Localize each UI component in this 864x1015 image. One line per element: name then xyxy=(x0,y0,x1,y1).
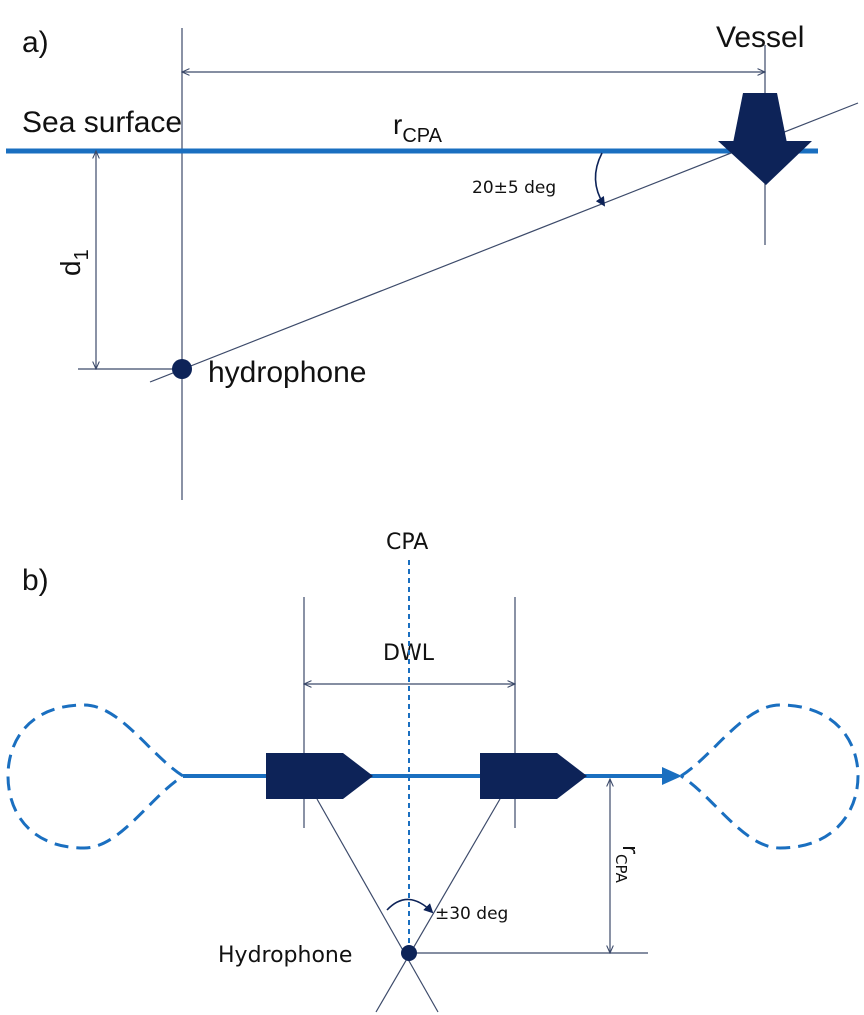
right-turn-loop xyxy=(680,703,860,850)
rcpa-b-main: r xyxy=(617,845,642,855)
vessel-icon xyxy=(718,93,812,185)
cone-line-right xyxy=(375,798,501,1013)
panel-a: a) Vessel Sea surface rCPA 20±5 deg d1 h… xyxy=(6,21,859,500)
hydrophone-b-label: Hydrophone xyxy=(218,943,352,968)
hydrophone-label: hydrophone xyxy=(208,356,366,389)
rcpa-b-sub: CPA xyxy=(612,854,630,884)
depth-label: d1 xyxy=(55,249,93,276)
ship-right-icon xyxy=(480,753,587,799)
depth-sub: 1 xyxy=(71,249,93,260)
rcpa-label: rCPA xyxy=(393,109,443,147)
track-arrow-icon xyxy=(662,767,682,785)
rcpa-sub: CPA xyxy=(402,125,442,147)
cpa-label: CPA xyxy=(386,530,428,555)
angle-label: 20±5 deg xyxy=(472,178,556,198)
cone-angle-label: ±30 deg xyxy=(435,904,508,924)
ship-left-icon xyxy=(266,753,373,799)
panel-a-tag: a) xyxy=(22,26,49,59)
panel-b: b) CPA DWL ±30 deg rCPA xyxy=(6,530,860,1013)
vessel-label: Vessel xyxy=(716,21,804,54)
rcpa-b-label: rCPA xyxy=(612,845,642,884)
depth-main: d xyxy=(55,260,86,276)
panel-b-tag: b) xyxy=(22,564,49,597)
rcpa-main: r xyxy=(393,109,402,140)
hydrophone-b-icon xyxy=(401,945,417,961)
cone-angle-arc-icon xyxy=(386,898,434,914)
cone-line-left xyxy=(316,798,439,1013)
angle-arc-icon xyxy=(594,152,606,207)
sea-surface-label: Sea surface xyxy=(22,106,182,139)
hydrophone-icon xyxy=(172,359,192,379)
left-turn-loop xyxy=(6,703,184,850)
